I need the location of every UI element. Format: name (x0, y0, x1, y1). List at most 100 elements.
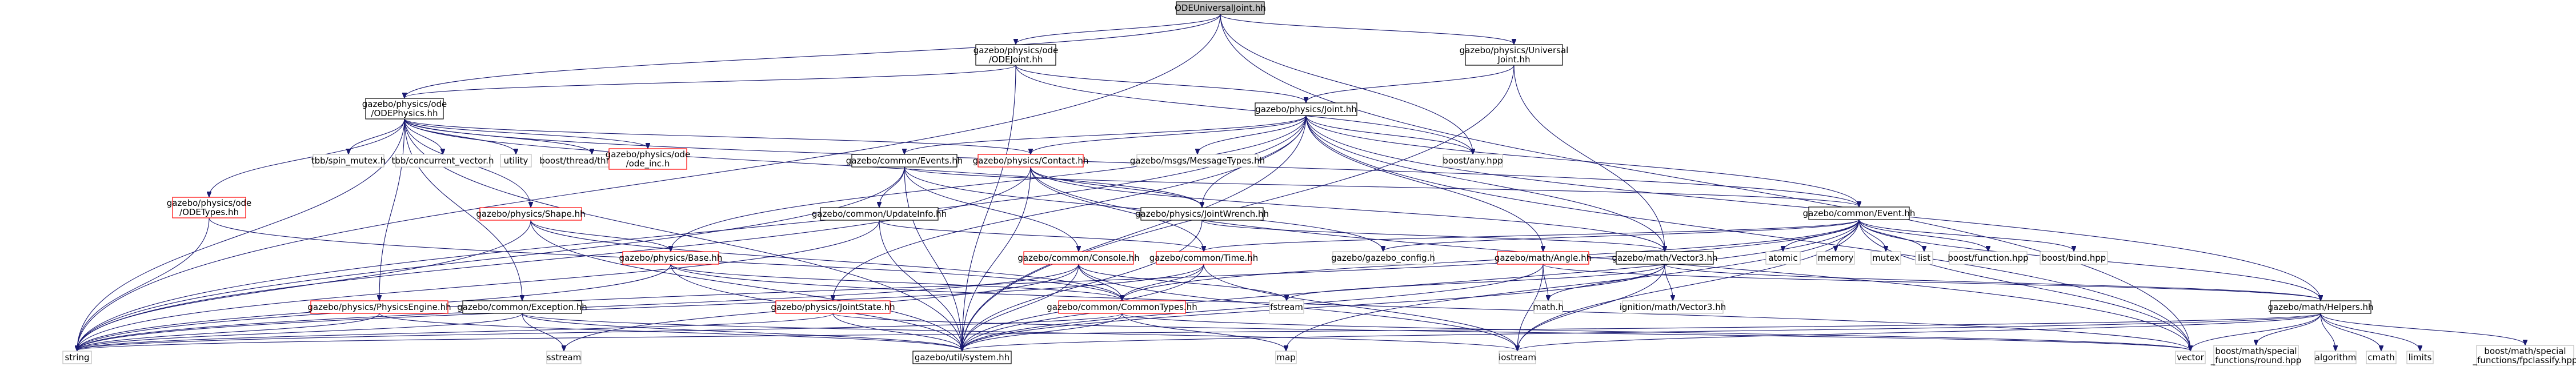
node-label: gazebo/util/system.hh (915, 352, 1009, 363)
graph-node-map: map (1275, 351, 1297, 364)
graph-node-event[interactable]: gazebo/common/Event.hh (1803, 206, 1916, 220)
graph-node-helpers[interactable]: gazebo/math/Helpers.hh (2267, 300, 2374, 314)
edge-helpers-to-limits (2320, 313, 2420, 351)
node-label: map (1276, 352, 1295, 363)
node-label: vector (2177, 352, 2204, 363)
node-label: tbb/spin_mutex.h (311, 156, 386, 166)
edge-odephysics-to-odetypes (209, 118, 405, 197)
edge-odephysics-to-ode-inc (404, 118, 648, 148)
graph-node-boost-round: boost/math/special_functions/round.hpp (2210, 345, 2301, 366)
edge-joint-to-events (904, 115, 1307, 154)
edge-event-to-time (1204, 219, 1860, 251)
graph-node-updateinfo[interactable]: gazebo/common/UpdateInfo.hh (812, 207, 947, 221)
graph-node-mutex: mutex (1870, 251, 1901, 265)
graph-node-odetypes[interactable]: gazebo/physics/ode/ODETypes.hh (167, 197, 252, 218)
graph-node-list: list (1915, 251, 1933, 265)
edge-joint-to-vector (1305, 115, 2190, 351)
graph-node-gazebo-config: gazebo/gazebo_config.h (1331, 251, 1435, 265)
graph-node-jointstate[interactable]: gazebo/physics/JointState.hh (771, 300, 895, 314)
edge-odejoint-to-system (962, 65, 1016, 351)
node-box (775, 300, 891, 314)
node-box (479, 207, 582, 221)
node-box (977, 154, 1084, 168)
node-label: memory (1818, 253, 1854, 263)
node-label: boost/any.hpp (1443, 156, 1503, 166)
graph-node-string: string (62, 351, 92, 364)
graph-node-universaljoint[interactable]: gazebo/physics/UniversalJoint.hh (1460, 44, 1569, 66)
edge-root-to-universaljoint (1220, 14, 1514, 44)
edge-event-to-vector (1858, 219, 2190, 351)
node-label: utility (504, 156, 528, 166)
edge-exception-to-system (522, 313, 962, 351)
edge-contact-to-jointwrench (1030, 166, 1202, 207)
graph-node-time[interactable]: gazebo/common/Time.hh (1149, 251, 1258, 265)
graph-node-root[interactable]: ODEUniversalJoint.hh (1175, 1, 1266, 15)
edge-root-to-odephysics (404, 14, 1221, 98)
graph-node-odephysics[interactable]: gazebo/physics/ode/ODEPhysics.hh (362, 98, 447, 120)
node-box (395, 154, 491, 168)
graph-node-message-types: gazebo/msgs/MessageTypes.hh (1130, 154, 1265, 168)
edge-jointwrench-to-vector3 (1201, 220, 1665, 251)
node-box (62, 351, 92, 364)
node-label: gazebo/physics/Base.hh (619, 253, 723, 263)
edge-root-to-vector (1220, 14, 2190, 351)
graph-node-ign-vector3: ignition/math/Vector3.hh (1620, 300, 1726, 314)
graph-node-vector3[interactable]: gazebo/math/Vector3.hh (1612, 251, 1718, 265)
node-box (1915, 251, 1933, 265)
node-box (1156, 251, 1252, 265)
edge-odephysics-to-jointwrench (404, 118, 1202, 207)
edge-event-to-system (962, 219, 1860, 351)
edge-updateinfo-to-system (879, 220, 962, 351)
node-label: boost/bind.hpp (2042, 253, 2106, 263)
edge-helpers-to-boost-round (2256, 313, 2321, 345)
edge-odejoint-to-boost-any (1015, 65, 1473, 154)
node-box (365, 98, 444, 120)
edge-shape-to-base (530, 220, 671, 251)
node-label: limits (2409, 352, 2432, 363)
edge-console-to-fstream (1078, 264, 1287, 300)
node-box (2314, 351, 2357, 364)
node-label: Joint.hh (1497, 54, 1531, 65)
edge-odephysics-to-contact (404, 118, 1031, 154)
node-box (1136, 154, 1259, 168)
edge-event-to-list (1858, 219, 1924, 251)
edge-events-to-event (904, 166, 1859, 206)
graph-node-jointwrench[interactable]: gazebo/physics/JointWrench.hh (1135, 207, 1269, 221)
node-label: gazebo/msgs/MessageTypes.hh (1130, 156, 1265, 166)
node-box (1176, 1, 1265, 15)
node-label: gazebo/math/Angle.hh (1495, 253, 1592, 263)
graph-node-vector: vector (2175, 351, 2206, 364)
graph-node-commontypes[interactable]: gazebo/common/CommonTypes.hh (1047, 300, 1197, 314)
node-label: ignition/math/Vector3.hh (1620, 302, 1726, 312)
node-box (1765, 251, 1801, 265)
edge-commontypes-to-system (962, 313, 1123, 351)
graph-node-system[interactable]: gazebo/util/system.hh (912, 351, 1012, 364)
node-box (462, 300, 582, 314)
graph-node-shape[interactable]: gazebo/physics/Shape.hh (476, 207, 586, 221)
node-box (313, 154, 384, 168)
graph-node-exception[interactable]: gazebo/common/Exception.hh (457, 300, 587, 314)
node-label: mutex (1872, 253, 1900, 263)
graph-node-base[interactable]: gazebo/physics/Base.hh (619, 251, 723, 265)
graph-node-odejoint[interactable]: gazebo/physics/ode/ODEJoint.hh (973, 44, 1059, 66)
node-box (912, 351, 1012, 364)
edge-time-to-string (77, 264, 1204, 351)
node-box (2175, 351, 2206, 364)
graph-node-joint[interactable]: gazebo/physics/Joint.hh (1255, 102, 1357, 116)
graph-node-angle[interactable]: gazebo/math/Angle.hh (1495, 251, 1592, 265)
graph-node-contact[interactable]: gazebo/physics/Contact.hh (973, 154, 1089, 168)
graph-node-physicsengine[interactable]: gazebo/physics/PhysicsEngine.hh (307, 300, 451, 314)
node-box (1808, 206, 1910, 220)
edge-universaljoint-to-joint (1306, 65, 1515, 102)
edge-odephysics-to-exception (404, 118, 522, 300)
edge-event-to-mutex (1858, 219, 1886, 251)
graph-node-console[interactable]: gazebo/common/Console.hh (1017, 251, 1140, 265)
node-label: gazebo/math/Helpers.hh (2267, 302, 2373, 312)
edge-odephysics-to-string (77, 118, 405, 351)
node-label: math.h (1533, 302, 1563, 312)
graph-node-ode-inc[interactable]: gazebo/physics/ode/ode_inc.h (606, 148, 691, 170)
node-box (2476, 345, 2574, 366)
edge-helpers-to-algorithm (2320, 313, 2335, 351)
graph-node-events[interactable]: gazebo/common/Events.hh (846, 154, 963, 168)
node-box (1816, 251, 1855, 265)
